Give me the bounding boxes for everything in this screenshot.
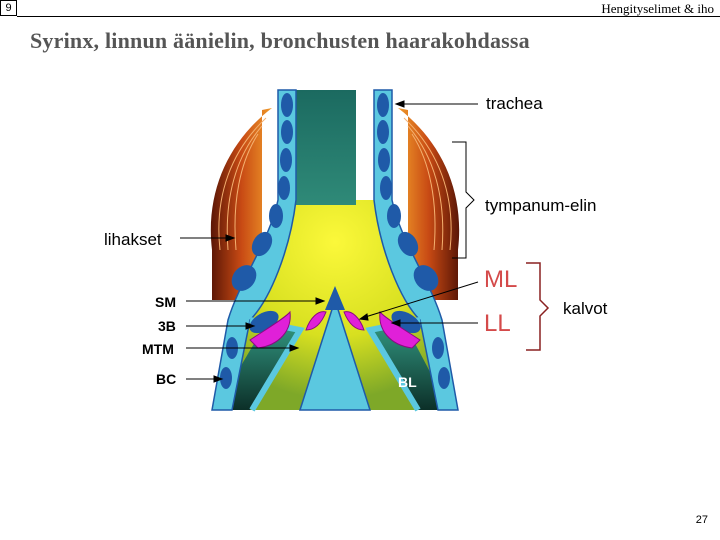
label-trachea: trachea: [486, 94, 543, 113]
label-ll: LL: [484, 310, 511, 337]
bronchus-right: [368, 330, 450, 410]
label-tympanum: tympanum-elin: [485, 196, 597, 215]
label-sm: SM: [155, 294, 176, 310]
page-title: Syrinx, linnun äänielin, bronchusten haa…: [30, 28, 530, 53]
label-ml: ML: [484, 266, 518, 293]
leader-lines: [180, 100, 479, 383]
label-mtm: MTM: [142, 341, 174, 357]
label-lihakset: lihakset: [104, 230, 162, 249]
label-kalvot: kalvot: [563, 299, 608, 318]
ml-membrane-left: [305, 311, 327, 331]
label-bc: BC: [156, 371, 177, 387]
kalvot-bracket: [526, 262, 550, 351]
cartilage-wall-left: [211, 89, 297, 411]
header-rule: [17, 16, 720, 17]
trachea-lumen: [294, 90, 356, 205]
ll-membrane-left: [249, 310, 291, 349]
page-number: 27: [695, 514, 708, 526]
cartilage-wall-right: [373, 89, 459, 411]
slide-number-box: 9: [0, 0, 17, 16]
pessulus: [298, 286, 372, 411]
label-bl: BL: [398, 374, 417, 390]
header-title: Hengityselimet & iho: [601, 1, 714, 16]
tympanum-bracket: [452, 141, 475, 259]
label-3b: 3B: [158, 318, 176, 334]
ml-membrane-right: [343, 311, 365, 331]
